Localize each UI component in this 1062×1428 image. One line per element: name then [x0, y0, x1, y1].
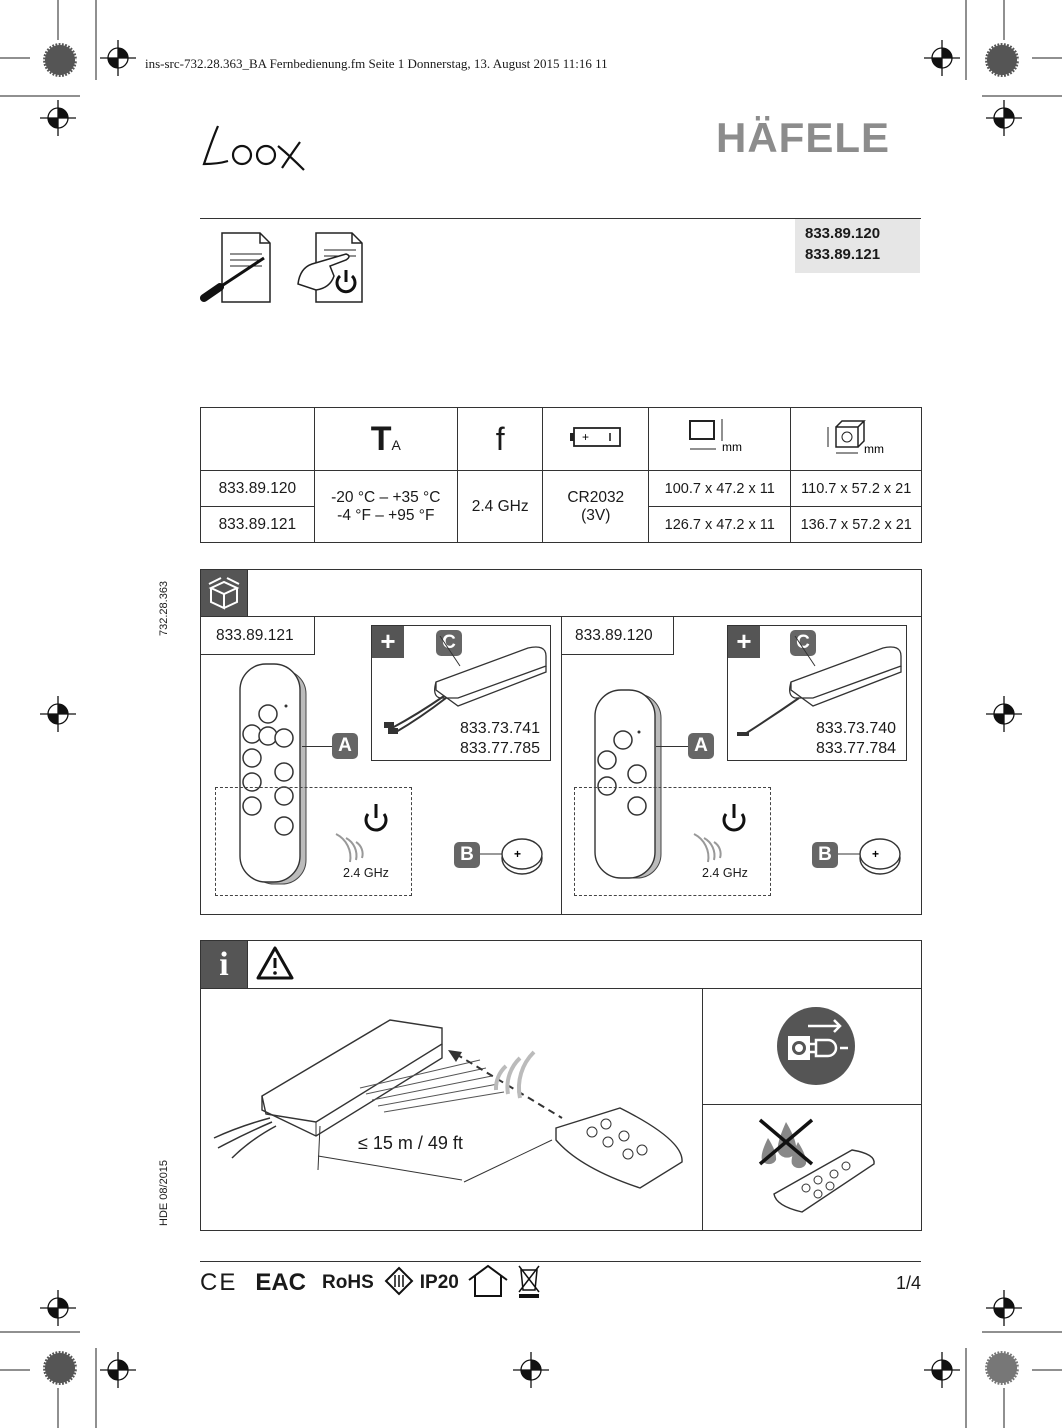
contents-header-divider: [247, 570, 248, 616]
package-dimensions-cell: 136.7 x 57.2 x 21: [790, 506, 922, 543]
article-number: 833.89.120: [805, 225, 881, 242]
ta-sub: A: [391, 436, 401, 453]
spec-table: TA f + mm mm 833.89.120 -20 °C – +35 °C-…: [200, 407, 922, 543]
frequency-cell: 2.4 GHz: [456, 470, 544, 543]
accessory-number: 833.77.784: [816, 740, 897, 757]
info-col-divider: [702, 988, 703, 1231]
wireless-area: [574, 787, 771, 896]
remote-dimensions-cell: 100.7 x 47.2 x 11: [648, 470, 792, 507]
accessory-number: 833.77.785: [460, 740, 541, 757]
label-c: C: [436, 630, 462, 656]
accessory-number: 833.73.740: [816, 720, 897, 737]
loox-logo: [198, 118, 310, 179]
footer-line: [200, 1261, 921, 1262]
ce-mark: CE: [200, 1269, 238, 1296]
plus-label: +: [372, 626, 404, 658]
signal-power-icon: [686, 800, 756, 871]
remote-long: [236, 662, 316, 893]
model-tab: 833.89.121: [200, 616, 315, 655]
battery-type: CR2032: [567, 488, 625, 506]
model-label: 833.89.120: [575, 627, 653, 644]
frequency-label: 2.4 GHz: [702, 866, 748, 880]
model-label: 833.89.121: [216, 627, 294, 644]
frequency-icon: f: [456, 407, 544, 471]
label-a: A: [332, 733, 358, 759]
signal-power-icon: [328, 800, 398, 871]
unplug-icon: [776, 1006, 856, 1091]
mm-label: mm: [864, 442, 884, 456]
coin-battery-icon: +: [480, 834, 546, 883]
page-number: 1/4: [896, 1273, 922, 1293]
indoor-use-icon: [467, 1264, 509, 1303]
info-header-divider: [247, 941, 248, 988]
ambient-temperature-icon: TA: [313, 407, 458, 471]
converter-device: [733, 635, 905, 741]
weee-bin-icon: [517, 1264, 541, 1303]
remote-short: [593, 688, 669, 887]
wireless-area: [215, 787, 412, 896]
file-header-line: ins-src-732.28.363_BA Fernbedienung.fm S…: [145, 56, 608, 71]
info-row-divider: [702, 1104, 922, 1105]
remote-dimensions-icon: mm: [648, 407, 792, 471]
installation-doc-icon: [200, 232, 272, 309]
warning-icon: [256, 946, 294, 985]
label-b: B: [812, 842, 838, 868]
spec-header-empty: [200, 407, 315, 471]
label-a: A: [688, 733, 714, 759]
info-section: [200, 940, 922, 1231]
plus-label: +: [728, 626, 760, 658]
model-cell: 833.89.121: [200, 506, 315, 543]
package-dimensions-cell: 110.7 x 57.2 x 21: [790, 470, 922, 507]
pointer-line: [302, 746, 332, 747]
article-number-box: 833.89.120 833.89.121: [795, 219, 920, 273]
remote-dimensions-cell: 126.7 x 47.2 x 11: [648, 506, 792, 543]
range-illustration: [210, 1000, 700, 1235]
battery-cell: CR2032(3V): [542, 470, 650, 543]
divider: [200, 218, 921, 219]
temperature-c: -20 °C – +35 °C: [331, 488, 441, 506]
package-contents-icon: [201, 570, 247, 616]
frequency-label: 2.4 GHz: [343, 866, 389, 880]
accessory-box: [727, 625, 907, 761]
class-iii-icon: [384, 1266, 414, 1301]
operation-doc-icon: [296, 232, 366, 309]
battery-voltage: (3V): [581, 506, 611, 524]
pointer-line: [656, 746, 688, 747]
contents-divider: [561, 616, 562, 915]
svg-text:+: +: [872, 847, 879, 861]
ip20-mark: IP20: [419, 1272, 459, 1293]
footer-certs: CE EAC RoHS IP20: [200, 1264, 541, 1303]
no-water-icon: [756, 1114, 882, 1223]
edition-label: HDE 08/2015: [158, 1159, 170, 1226]
svg-text:+: +: [582, 430, 589, 444]
range-label: ≤ 15 m / 49 ft: [358, 1133, 463, 1153]
model-tab: 833.89.120: [561, 616, 674, 655]
rohs-mark: RoHS: [322, 1272, 374, 1293]
battery-icon: +: [542, 407, 650, 471]
article-number: 833.89.121: [805, 246, 881, 263]
label-b: B: [454, 842, 480, 868]
f-label: f: [495, 420, 505, 457]
hafele-logo: HÄFELE: [716, 114, 890, 161]
accessory-box: [371, 625, 551, 761]
temperature-cell: -20 °C – +35 °C-4 °F – +95 °F: [313, 470, 458, 543]
eac-mark: EAC: [255, 1269, 307, 1296]
info-header-line: [200, 988, 922, 989]
svg-text:+: +: [514, 847, 521, 861]
info-icon: i: [201, 941, 247, 988]
doc-number-label: 732.28.363: [158, 580, 170, 636]
converter-device: [378, 635, 550, 741]
mm-label: mm: [722, 440, 742, 454]
temperature-f: -4 °F – +95 °F: [337, 506, 435, 524]
ta-label: T: [370, 419, 392, 458]
model-cell: 833.89.120: [200, 470, 315, 507]
accessory-number: 833.73.741: [460, 720, 541, 737]
coin-battery-icon: +: [838, 834, 904, 883]
info-i: i: [219, 946, 229, 983]
label-c: C: [790, 630, 816, 656]
package-dimensions-icon: mm: [790, 407, 922, 471]
